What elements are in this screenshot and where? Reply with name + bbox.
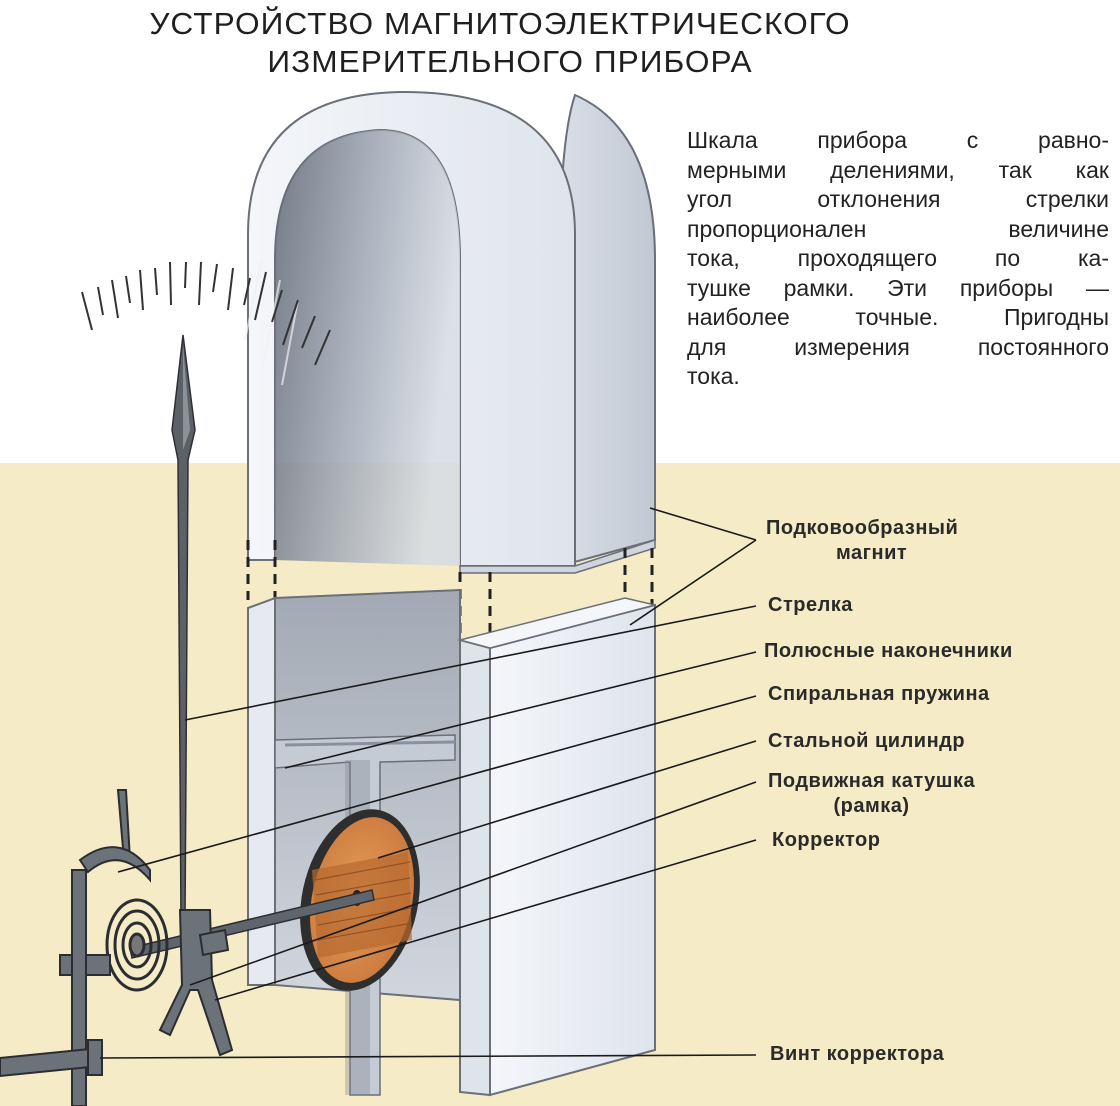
- pole-pieces: [247, 588, 656, 1097]
- description-line: для измерения постоянного: [687, 333, 1109, 360]
- label-needle: Стрелка: [768, 594, 853, 616]
- label-corrector-screw: Винт корректора: [770, 1043, 945, 1065]
- label-spiral-spring: Спиральная пружина: [768, 683, 990, 705]
- label-horseshoe-magnet-line1: Подковообразный: [766, 517, 959, 539]
- spiral-spring: [105, 898, 169, 992]
- description-line: угол отклонения стрелки: [687, 186, 1109, 212]
- description-line: пропорционален величине: [687, 215, 1109, 242]
- label-moving-coil-line2: (рамка): [833, 795, 910, 817]
- description-line: тока, проходящего по ка-: [687, 245, 1109, 271]
- title-line-2: ИЗМЕРИТЕЛЬНОГО ПРИБОРА: [267, 44, 753, 79]
- title-line-1: УСТРОЙСТВО МАГНИТОЭЛЕКТРИЧЕСКОГО: [149, 6, 851, 41]
- description-line: тока.: [687, 363, 740, 389]
- description-line: наиболее точные. Пригодны: [687, 304, 1109, 330]
- scale-ticks: [81, 261, 331, 366]
- leader-lines: [99, 507, 757, 1059]
- label-horseshoe-magnet: Подковообразный магнит: [766, 516, 958, 566]
- label-pole-pieces: Полюсные наконечники: [764, 640, 1013, 662]
- description-line: тушке рамки. Эти приборы —: [687, 274, 1109, 301]
- description-line: Шкала прибора с равно-: [687, 127, 1109, 153]
- label-horseshoe-magnet-line2: магнит: [836, 542, 908, 564]
- label-moving-coil: Подвижная катушка (рамка): [768, 769, 975, 819]
- corrector-screw: [0, 869, 103, 1106]
- description-line: мерными делениями, так как: [687, 156, 1109, 183]
- label-steel-cylinder: Стальной цилиндр: [768, 730, 966, 752]
- horseshoe-magnet: [244, 90, 656, 574]
- needle: [171, 334, 196, 921]
- description-text: Шкала прибора с равно- мерными делениями…: [687, 126, 1109, 392]
- label-moving-coil-line1: Подвижная катушка: [768, 770, 976, 792]
- label-corrector: Корректор: [772, 829, 881, 851]
